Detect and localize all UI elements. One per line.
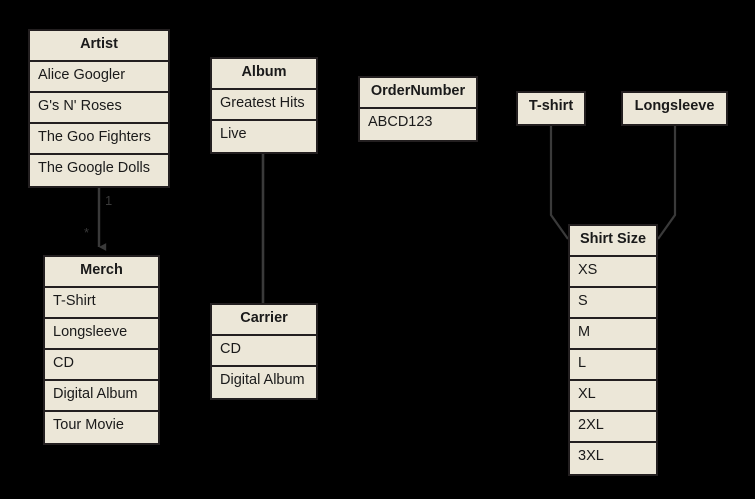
entity-row[interactable]: L	[570, 350, 656, 381]
entity-longsleeve[interactable]: Longsleeve	[621, 91, 728, 126]
entity-header: Shirt Size	[570, 226, 656, 257]
entity-row[interactable]: G's N' Roses	[30, 93, 168, 124]
entity-album[interactable]: Album Greatest Hits Live	[210, 57, 318, 154]
entity-row[interactable]: The Google Dolls	[38, 160, 151, 176]
entity-row[interactable]: CD	[212, 336, 316, 367]
entity-shirt-size[interactable]: Shirt Size XS S M L XL 2XL 3XL	[568, 224, 658, 476]
entity-row[interactable]: CD	[45, 350, 158, 381]
connector-longsleeve-to-shirt-size	[657, 121, 677, 240]
entity-artist[interactable]: Artist Alice Googler G's N' Roses The Go…	[28, 29, 170, 188]
entity-row[interactable]: S	[570, 288, 656, 319]
entity-row[interactable]: Digital Album	[45, 381, 158, 412]
entity-merch[interactable]: Merch T-Shirt Longsleeve CD Digital Albu…	[43, 255, 160, 445]
entity-row[interactable]: Live	[220, 126, 247, 142]
entity-header: Album	[212, 59, 316, 90]
cardinality-label-source: 1	[105, 193, 113, 208]
entity-row[interactable]: Longsleeve	[45, 319, 158, 350]
entity-row[interactable]: Tour Movie	[53, 417, 124, 433]
entity-carrier[interactable]: Carrier CD Digital Album	[210, 303, 318, 400]
entity-row[interactable]: XS	[570, 257, 656, 288]
entity-order-number[interactable]: OrderNumber ABCD123	[358, 76, 478, 142]
entity-row[interactable]: ABCD123	[368, 114, 433, 130]
connector-tshirt-to-shirt-size	[549, 121, 569, 240]
cardinality-label-target: *	[84, 225, 90, 240]
entity-row[interactable]: Alice Googler	[30, 62, 168, 93]
entity-tshirt[interactable]: T-shirt	[516, 91, 586, 126]
entity-header: Artist	[30, 31, 168, 62]
entity-row[interactable]: Greatest Hits	[212, 90, 316, 121]
entity-header: Merch	[45, 257, 158, 288]
entity-row[interactable]: 2XL	[570, 412, 656, 443]
entity-row[interactable]: XL	[570, 381, 656, 412]
entity-header: Longsleeve	[634, 98, 715, 114]
entity-header: Carrier	[212, 305, 316, 336]
entity-row[interactable]: M	[570, 319, 656, 350]
entity-row[interactable]: Digital Album	[220, 372, 305, 388]
entity-row[interactable]: T-Shirt	[45, 288, 158, 319]
entity-header: T-shirt	[528, 98, 574, 114]
entity-row[interactable]: 3XL	[578, 448, 604, 464]
entity-header: OrderNumber	[360, 78, 476, 109]
entity-row[interactable]: The Goo Fighters	[30, 124, 168, 155]
